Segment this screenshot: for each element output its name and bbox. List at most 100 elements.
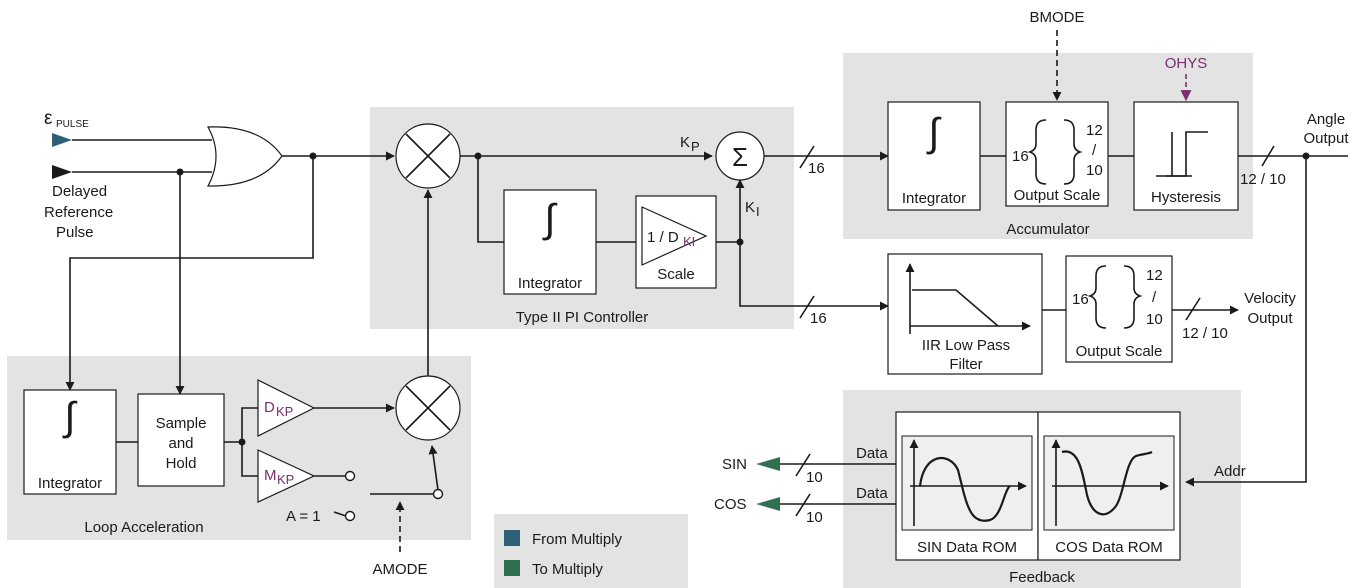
- dkp-label: D: [264, 399, 275, 416]
- kp-label: K: [680, 134, 690, 151]
- or-gate: [207, 126, 283, 187]
- cos-data-label: Data: [856, 485, 888, 502]
- mkp-label: M: [264, 467, 277, 484]
- feedback-title: Feedback: [1009, 569, 1075, 586]
- summer-sigma: Σ: [715, 131, 765, 181]
- amode-label: AMODE: [372, 561, 427, 578]
- addr-label: Addr: [1214, 463, 1246, 480]
- sin-data-label: Data: [856, 445, 888, 462]
- angle-output-label-2: Output: [1303, 130, 1349, 147]
- integral-icon: ∫: [543, 197, 559, 241]
- hysteresis-label: Hysteresis: [1151, 189, 1221, 206]
- vel-output-scale-label: Output Scale: [1076, 343, 1163, 360]
- mkp-subscript: KP: [277, 472, 294, 487]
- cos-to-multiply-arrow-icon: [756, 497, 780, 511]
- ki-to-iir-wire: [739, 242, 889, 311]
- delayed-reference-pulse-input: Delayed Reference Pulse: [44, 165, 212, 241]
- angle-output-label-1: Angle: [1307, 111, 1345, 128]
- input-arrow-icon: [52, 165, 72, 179]
- cos-wave-icon: [1051, 439, 1169, 526]
- scale-label: Scale: [657, 266, 695, 283]
- sin-rom-plot: [901, 435, 1033, 531]
- ohys-label: OHYS: [1165, 55, 1208, 72]
- iir-filter-block: [887, 253, 1043, 375]
- velocity-output-label-2: Output: [1247, 310, 1293, 327]
- sin-output-label: SIN: [722, 456, 747, 473]
- bus-width-velocity: 12 / 10: [1182, 325, 1228, 342]
- pi-controller-title: Type II PI Controller: [516, 309, 649, 326]
- vel-scale-in: 16: [1072, 291, 1089, 308]
- sin-wave-icon: [909, 439, 1027, 526]
- bus-width-cos: 10: [806, 509, 823, 526]
- acc-integrator-block: [887, 101, 981, 211]
- kp-subscript: P: [691, 139, 700, 154]
- epsilon-subscript: PULSE: [56, 119, 89, 130]
- sin-to-multiply-arrow-icon: [756, 457, 780, 471]
- legend-to-label: To Multiply: [532, 561, 603, 578]
- dkp-gain: [257, 379, 316, 437]
- bus-width-ki: 16: [810, 310, 827, 327]
- iir-label-2: Filter: [949, 356, 982, 373]
- acc-scale-out-bottom: 10: [1086, 162, 1103, 179]
- loop-integral-icon: ∫: [63, 395, 79, 439]
- vel-scale-out-bottom: 10: [1146, 311, 1163, 328]
- pi-integrator-block: [503, 189, 597, 295]
- and-label: and: [168, 435, 193, 452]
- legend-to-swatch: [504, 560, 520, 576]
- from-multiply-arrow-icon: [52, 133, 72, 147]
- cos-rom-plot: [1043, 435, 1175, 531]
- legend-from-swatch: [504, 530, 520, 546]
- ki-label: K: [745, 199, 755, 216]
- vel-scale-out-slash: /: [1152, 289, 1157, 306]
- legend-from-label: From Multiply: [532, 531, 623, 548]
- bus-width-angle: 12 / 10: [1240, 171, 1286, 188]
- multiplier-top: [395, 123, 461, 189]
- acc-scale-out-slash: /: [1092, 142, 1097, 159]
- bus-width-sum: 16: [808, 160, 825, 177]
- bmode-label: BMODE: [1029, 9, 1084, 26]
- acc-integrator-label: Integrator: [902, 190, 966, 207]
- multiplier-bottom: [395, 375, 461, 441]
- pulse-label: Pulse: [56, 224, 94, 241]
- sigma-icon: Σ: [732, 142, 748, 172]
- hold-label: Hold: [166, 455, 197, 472]
- reference-label: Reference: [44, 204, 113, 221]
- addr-wire: [1185, 156, 1307, 487]
- amode-switch: [333, 445, 444, 522]
- sin-rom-label: SIN Data ROM: [917, 539, 1017, 556]
- dkp-subscript: KP: [276, 404, 293, 419]
- cos-rom-label: COS Data ROM: [1055, 539, 1163, 556]
- legend-box: [494, 514, 688, 588]
- hysteresis-icon: [1156, 131, 1208, 177]
- feedback-to-integrator-wire: [65, 156, 314, 391]
- mkp-gain: [257, 449, 316, 503]
- vel-output-scale-block: [1065, 255, 1173, 363]
- sample-label: Sample: [156, 415, 207, 432]
- cos-output-label: COS: [714, 496, 747, 513]
- loop-acceleration-title: Loop Acceleration: [84, 519, 203, 536]
- delayed-label: Delayed: [52, 183, 107, 200]
- inv-dki-subscript: KI: [683, 234, 695, 249]
- acc-scale-out-top: 12: [1086, 122, 1103, 139]
- acc-output-scale-block: [1005, 101, 1109, 207]
- epsilon-pulse-input: ε PULSE: [44, 108, 212, 147]
- lowpass-icon: [905, 263, 1031, 334]
- acc-scale-in: 16: [1012, 148, 1029, 165]
- inv-dki-label: 1 / D: [647, 229, 679, 246]
- iir-label-1: IIR Low Pass: [922, 337, 1010, 354]
- scale-triangle: [641, 206, 708, 266]
- ki-subscript: I: [756, 204, 760, 219]
- sample-hold-block: [137, 393, 225, 487]
- acc-integral-icon: ∫: [927, 111, 943, 155]
- vel-scale-out-top: 12: [1146, 267, 1163, 284]
- velocity-output-label-1: Velocity: [1244, 290, 1296, 307]
- accumulator-title: Accumulator: [1006, 221, 1089, 238]
- epsilon-symbol: ε: [44, 108, 53, 129]
- a-equals-1-label: A = 1: [286, 508, 321, 525]
- loop-integrator-block: [23, 389, 117, 495]
- switch-contact-mkp: [344, 470, 356, 482]
- acc-output-scale-label: Output Scale: [1014, 187, 1101, 204]
- pi-integrator-label: Integrator: [518, 275, 582, 292]
- loop-integrator-label: Integrator: [38, 475, 102, 492]
